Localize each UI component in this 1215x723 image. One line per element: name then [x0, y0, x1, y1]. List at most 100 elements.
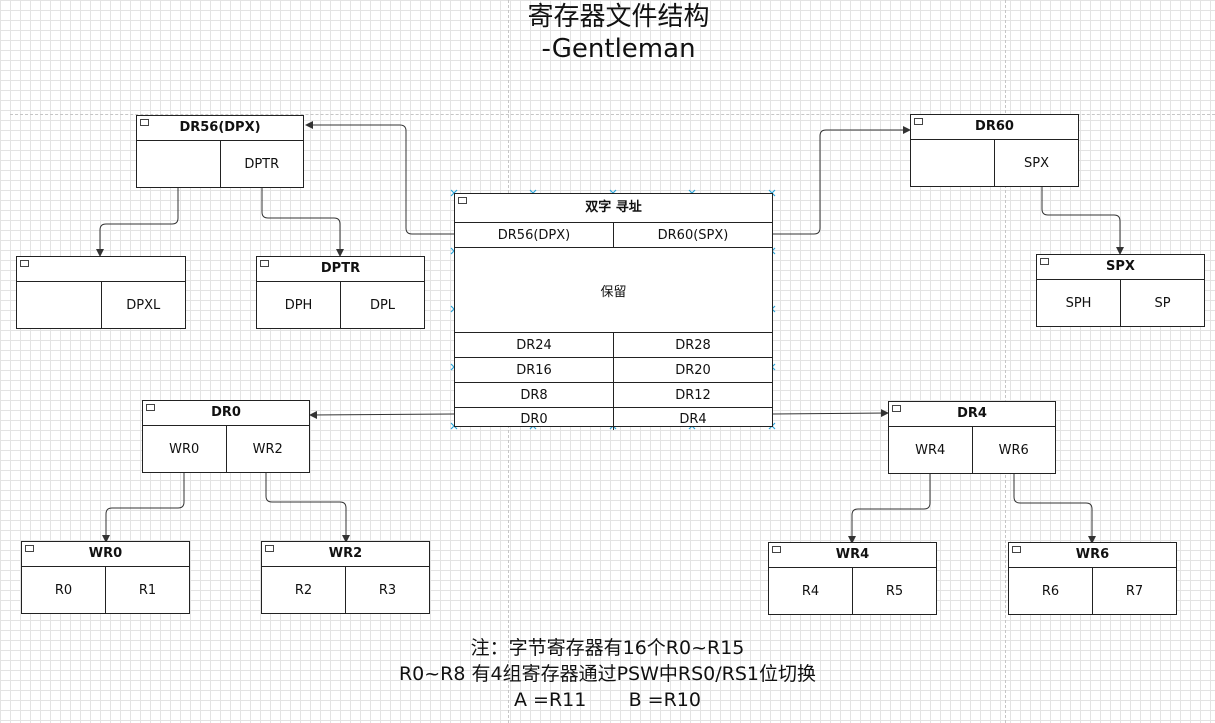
collapse-icon[interactable]	[265, 545, 274, 552]
collapse-icon[interactable]	[892, 405, 901, 412]
collapse-icon[interactable]	[260, 260, 269, 267]
box-row: SPX	[911, 140, 1078, 187]
note-line-1: 注：字节寄存器有16个R0~R15	[470, 637, 745, 659]
collapse-icon[interactable]	[146, 404, 155, 411]
box-cell: WR6	[971, 427, 1056, 474]
box-header: DR4	[957, 406, 987, 421]
box-header: WR2	[328, 546, 363, 561]
table-cell: DR20	[613, 358, 772, 382]
table-row: DR8 DR12	[455, 383, 772, 408]
connector-dr4-to-wr6	[1013, 474, 1096, 544]
table-cell: DR24	[516, 337, 552, 353]
box-cell: WR4	[915, 443, 946, 458]
table-row: DR0 DR4	[455, 408, 772, 430]
diagram-title: 寄存器文件结构	[527, 2, 710, 32]
box-row: R0 R1	[22, 567, 189, 614]
dr56-box[interactable]: DR56(DPX) DPTR	[136, 115, 304, 188]
reserved-area: 保留	[455, 248, 772, 333]
box-row: WR4 WR6	[889, 427, 1055, 474]
dr0-box[interactable]: DR0 WR0 WR2	[142, 400, 310, 473]
connector-dr0-to-wr2	[265, 473, 350, 543]
box-cell: DPXL	[100, 282, 186, 329]
box-cell	[911, 140, 994, 187]
collapse-icon[interactable]	[914, 118, 923, 125]
note-line-2: R0~R8 有4组寄存器通过PSW中RS0/RS1位切换	[398, 663, 817, 685]
note-line-3: A =R11 B =R10	[514, 689, 701, 711]
box-cell: SPX	[994, 140, 1078, 187]
box-cell: WR0	[169, 442, 200, 457]
collapse-icon[interactable]	[458, 197, 467, 204]
box-cell: DPTR	[219, 141, 304, 188]
spx-box[interactable]: SPX SPH SP	[1036, 254, 1205, 327]
collapse-icon[interactable]	[20, 260, 29, 267]
dpx-box[interactable]: DPXL	[16, 256, 186, 329]
box-cell	[17, 282, 101, 329]
connector-dr0-to-wr0	[102, 473, 185, 543]
box-row: R6 R7	[1009, 568, 1176, 615]
collapse-icon[interactable]	[772, 546, 781, 553]
dr4-box[interactable]: DR4 WR4 WR6	[888, 401, 1056, 474]
connector-dr60-to-spx	[1041, 187, 1124, 255]
box-header: DR60	[975, 119, 1014, 134]
wr2-box[interactable]: WR2 R2 R3	[261, 541, 430, 614]
connector-dr56-to-dptr	[261, 187, 344, 257]
diagram-subtitle: -Gentleman	[541, 34, 696, 64]
box-row: DPH DPL	[257, 282, 424, 329]
box-cell: SP	[1120, 280, 1204, 327]
double-word-addressing-table[interactable]: 双字 寻址 DR56(DPX) DR60(SPX) 保留 DR24 DR28 D…	[454, 193, 773, 430]
box-row: DPXL	[17, 282, 185, 329]
box-cell: R6	[1041, 584, 1060, 599]
table-cell: DR4	[613, 408, 772, 430]
table-cell: DR12	[613, 383, 772, 407]
box-header: DR56(DPX)	[179, 120, 261, 135]
box-cell: R1	[105, 567, 189, 614]
box-cell: R5	[852, 568, 936, 615]
box-cell: R4	[801, 584, 820, 599]
box-row: R4 R5	[769, 568, 936, 615]
box-cell: WR2	[225, 426, 310, 473]
table-cell: DR0	[520, 411, 548, 427]
box-cell	[137, 141, 220, 188]
collapse-icon[interactable]	[1040, 258, 1049, 265]
box-cell: DPL	[340, 282, 424, 329]
table-cell: DR60(SPX)	[613, 223, 772, 247]
wr0-box[interactable]: WR0 R0 R1	[21, 541, 190, 614]
table-row: DR56(DPX) DR60(SPX)	[455, 223, 772, 248]
box-header: DPTR	[320, 261, 361, 276]
box-cell: R2	[294, 583, 313, 598]
collapse-icon[interactable]	[25, 545, 34, 552]
page-divider-vertical	[1005, 0, 1006, 723]
box-cell: R0	[54, 583, 73, 598]
dptr-box[interactable]: DPTR DPH DPL	[256, 256, 425, 329]
connector-main-to-dr0	[309, 410, 455, 419]
box-row: R2 R3	[262, 567, 429, 614]
wr6-box[interactable]: WR6 R6 R7	[1008, 542, 1177, 615]
page-divider-horizontal	[10, 114, 1215, 115]
connector-main-to-dr56	[305, 121, 454, 235]
wr4-box[interactable]: WR4 R4 R5	[768, 542, 937, 615]
box-cell: R7	[1092, 568, 1176, 615]
box-cell: R3	[345, 567, 429, 614]
box-row: SPH SP	[1037, 280, 1204, 327]
box-header: WR6	[1075, 547, 1110, 562]
table-header: 双字 寻址	[585, 200, 642, 215]
connector-main-to-dr4	[772, 409, 889, 418]
dr60-box[interactable]: DR60 SPX	[910, 114, 1079, 187]
box-header: SPX	[1106, 259, 1135, 274]
table-cell: DR16	[516, 362, 552, 378]
box-header: WR4	[835, 547, 870, 562]
box-row: WR0 WR2	[143, 426, 309, 473]
table-cell: DR8	[520, 387, 548, 403]
box-cell: DPH	[284, 298, 313, 313]
connector-dr56-to-dpx	[96, 187, 179, 257]
collapse-icon[interactable]	[1012, 546, 1021, 553]
table-cell: DR56(DPX)	[497, 227, 571, 243]
box-header: WR0	[88, 546, 123, 561]
connector-dr4-to-wr4	[848, 474, 931, 544]
collapse-icon[interactable]	[140, 119, 149, 126]
box-row: DPTR	[137, 141, 303, 188]
table-row: DR24 DR28	[455, 333, 772, 358]
table-row: DR16 DR20	[455, 358, 772, 383]
connector-main-to-dr60	[773, 126, 911, 235]
table-cell: DR28	[613, 333, 772, 357]
